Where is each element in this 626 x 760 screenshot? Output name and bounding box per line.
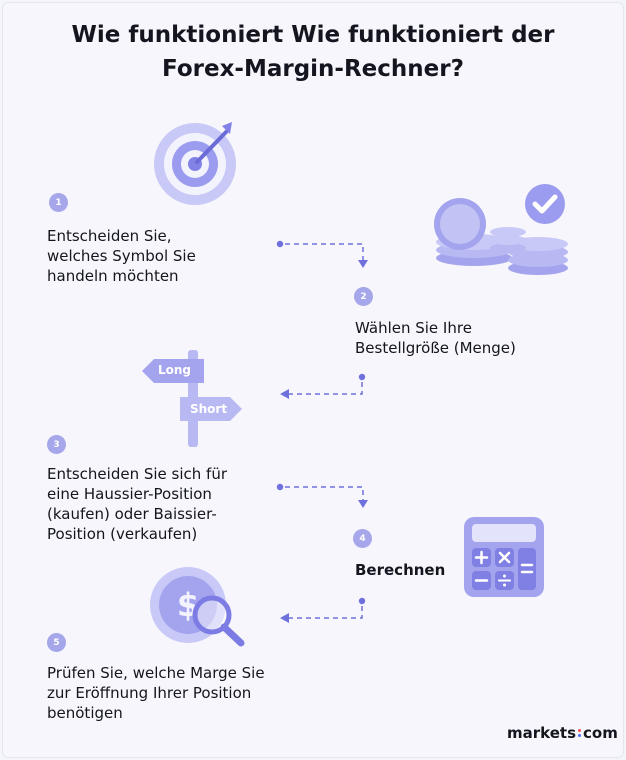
logo-left-text: markets <box>507 724 576 742</box>
coins-icon <box>434 184 568 275</box>
step-3-text: Entscheiden Sie sich für eine Haussier-P… <box>47 465 227 543</box>
step-1-number: 1 <box>49 193 68 212</box>
calculator-icon <box>464 517 544 597</box>
step-5-number: 5 <box>47 633 66 652</box>
logo-dots <box>578 728 581 738</box>
step-3-number: 3 <box>47 435 66 454</box>
markets-com-logo: markets com <box>507 724 618 742</box>
target-icon <box>154 122 236 205</box>
step-2-number: 2 <box>354 287 373 306</box>
step-4-text: Berechnen <box>355 561 446 579</box>
title-line-1: Wie funktioniert Wie funktioniert der <box>71 22 555 48</box>
page-title: Wie funktioniert Wie funktioniert der Fo… <box>40 18 586 86</box>
step-4-number: 4 <box>353 529 372 548</box>
signpost-icon: Long Short <box>136 345 246 450</box>
step-5-text: Prüfen Sie, welche Marge Sie zur Eröffnu… <box>47 664 265 722</box>
step-1-text: Entscheiden Sie, welches Symbol Sie hand… <box>47 227 196 285</box>
dollar-magnifier-icon: $ <box>150 567 245 647</box>
logo-right-text: com <box>583 724 618 742</box>
connector-4-5 <box>280 597 366 623</box>
step-2-text: Wählen Sie Ihre Bestellgröße (Menge) <box>355 319 516 357</box>
connector-3-4 <box>276 483 368 508</box>
sign-long-label: Long <box>158 363 192 377</box>
connector-1-2 <box>276 240 368 268</box>
connector-2-3 <box>280 373 366 399</box>
sign-short-label: Short <box>190 402 228 416</box>
title-line-2: Forex-Margin-Rechner? <box>162 56 464 82</box>
